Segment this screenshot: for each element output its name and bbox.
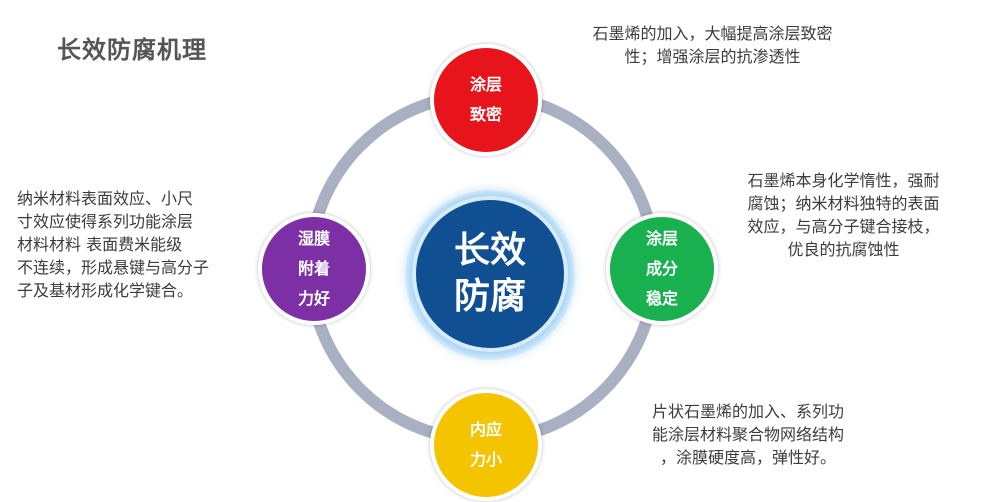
description-left: 纳米材料表面效应、小尺 寸效应使得系列功能涂层 材料材料 表面费米能级 不连续，… <box>17 187 235 302</box>
description-bottom: 片状石墨烯的加入、系列功 能涂层材料聚合物网络结构 ，涂膜硬度高，弹性好。 <box>628 400 868 469</box>
description-right: 石墨烯本身化学惰性，强耐 腐蚀；纳米材料独特的表面 效应，与高分子键合接枝， 优… <box>726 169 961 261</box>
node-label: 附着 <box>297 259 330 278</box>
description-line: ，涂膜硬度高，弹性好。 <box>659 448 836 467</box>
node-label: 涂层 <box>645 229 678 248</box>
description-line: 性；增强涂层的抗渗透性 <box>624 47 801 66</box>
center-label-line2: 防腐 <box>453 276 526 317</box>
node-label: 涂层 <box>469 75 502 94</box>
node-label: 致密 <box>469 105 502 124</box>
node-label: 力好 <box>297 289 330 308</box>
description-line: 子及基材形成化学键合。 <box>17 281 194 300</box>
node-label: 稳定 <box>645 289 678 308</box>
node-label: 成分 <box>645 259 678 278</box>
node-wet-adhesion: 湿膜 附着 力好 <box>258 213 370 325</box>
center-circle: 长效 防腐 <box>412 196 568 352</box>
description-line: 不连续，形成悬键与高分子 <box>17 258 210 277</box>
description-line: 片状石墨烯的加入、系列功 <box>651 402 844 421</box>
description-line: 能涂层材料聚合物网络结构 <box>651 425 844 444</box>
description-line: 腐蚀；纳米材料独特的表面 <box>747 194 940 213</box>
node-coating-dense: 涂层 致密 <box>430 44 542 156</box>
description-line: 石墨烯本身化学惰性，强耐 <box>747 171 940 190</box>
description-line: 寸效应使得系列功能涂层 <box>17 212 194 231</box>
description-line: 纳米材料表面效应、小尺 <box>17 189 194 208</box>
node-coating-stable: 涂层 成分 稳定 <box>606 213 718 325</box>
description-line: 效应，与高分子键合接枝， <box>747 217 940 236</box>
description-top: 石墨烯的加入，大幅提高涂层致密 性；增强涂层的抗渗透性 <box>570 22 855 68</box>
center-label-line1: 长效 <box>453 230 526 271</box>
node-low-stress: 内应 力小 <box>430 389 542 501</box>
description-line: 材料材料 表面费米能级 <box>17 235 183 254</box>
node-label: 湿膜 <box>297 229 330 248</box>
page-title: 长效防腐机理 <box>57 36 207 64</box>
node-label: 内应 <box>469 420 502 439</box>
node-label: 力小 <box>469 450 502 469</box>
description-line: 优良的抗腐蚀性 <box>787 240 900 259</box>
description-line: 石墨烯的加入，大幅提高涂层致密 <box>592 24 833 43</box>
